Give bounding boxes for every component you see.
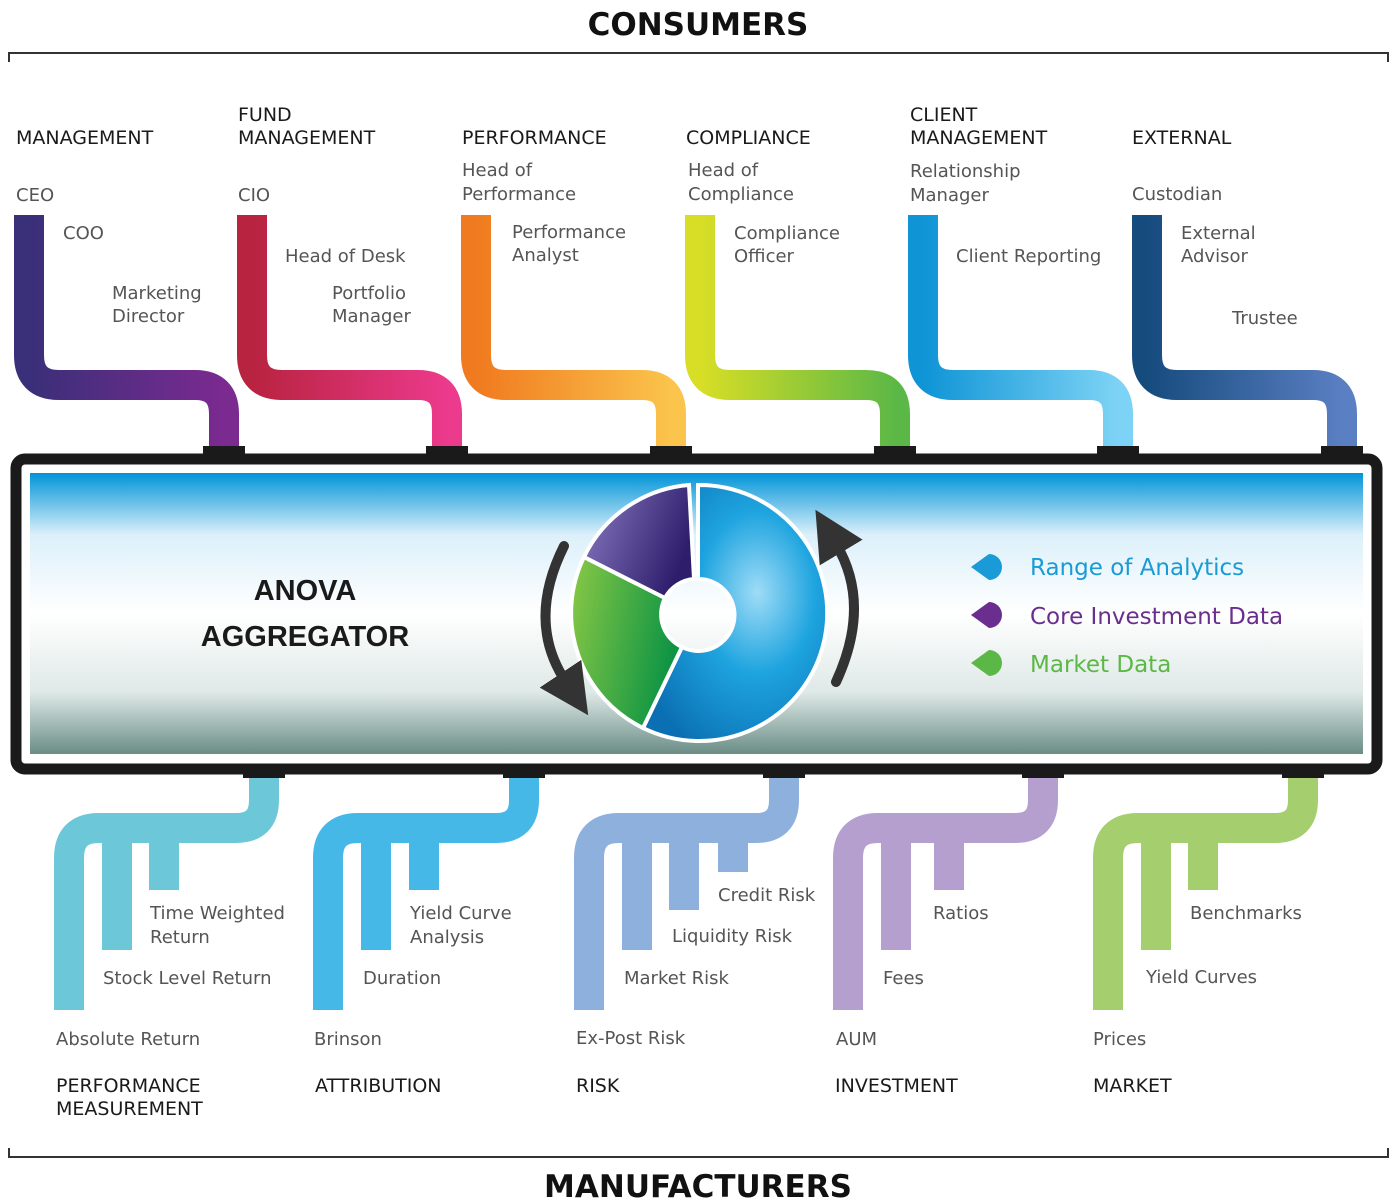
- role-label: COO: [63, 223, 104, 244]
- item-label: Absolute Return: [56, 1029, 200, 1050]
- manufacturer-pipes: [54, 768, 1324, 1010]
- category-title-external: EXTERNAL: [1132, 127, 1232, 149]
- aggregator-box: ANOVA AGGREGATOR: [10, 453, 1383, 775]
- item-label: Brinson: [314, 1029, 382, 1050]
- role-label: Client Reporting: [956, 246, 1101, 267]
- item-label: Yield Curves: [1145, 967, 1257, 988]
- category-title-risk: RISK: [576, 1075, 620, 1097]
- item-label: Credit Risk: [718, 885, 816, 906]
- compliance-pipe: [685, 215, 910, 455]
- item-label: Ex-Post Risk: [576, 1028, 686, 1049]
- fund-management-pipe: [237, 215, 462, 455]
- legend-label: Range of Analytics: [1030, 555, 1244, 581]
- donut-segment-core-investment: [581, 482, 697, 601]
- item-label: Stock Level Return: [103, 968, 272, 989]
- legend-item-analytics: Range of Analytics: [971, 554, 1244, 581]
- item-label: Market Risk: [624, 968, 729, 989]
- consumers-heading: CONSUMERS: [588, 7, 809, 43]
- manufacturers-bracket: [8, 1148, 1389, 1158]
- connector-cap: [1097, 446, 1139, 456]
- connector-cap: [203, 446, 245, 456]
- aggregator-title-line2: AGGREGATOR: [201, 621, 409, 653]
- role-label: Trustee: [1231, 308, 1298, 329]
- legend-label: Core Investment Data: [1030, 604, 1283, 630]
- role-label: CIO: [238, 185, 270, 206]
- item-label: Benchmarks: [1190, 903, 1302, 924]
- role-label: CEO: [16, 185, 54, 206]
- management-pipe: [14, 215, 239, 455]
- consumer-pipes: [14, 215, 1363, 456]
- market-pipe: [1093, 772, 1318, 1010]
- item-label: Ratios: [933, 903, 989, 924]
- analytics-donut: [539, 482, 863, 743]
- role-label: Custodian: [1132, 184, 1222, 205]
- legend-item-market-data: Market Data: [971, 650, 1171, 678]
- aggregator-title-line1: ANOVA: [254, 575, 357, 607]
- legend: Range of Analytics Core Investment Data …: [971, 554, 1283, 678]
- category-title-performance: PERFORMANCE: [462, 127, 607, 149]
- connector-cap: [426, 446, 468, 456]
- item-label: Prices: [1093, 1029, 1146, 1050]
- attribution-pipe: [313, 772, 539, 1010]
- risk-pipe: [574, 772, 799, 1010]
- investment-pipe: [833, 772, 1058, 1010]
- legend-item-core-investment: Core Investment Data: [971, 602, 1283, 630]
- manufacturers-heading: MANUFACTURERS: [544, 1169, 852, 1202]
- legend-core-investment-icon: [971, 602, 1002, 628]
- donut-segment-market-data: [569, 554, 685, 731]
- manufacturer-labels: Absolute Return Stock Level Return Time …: [56, 885, 1302, 1120]
- consumers-bracket: [8, 52, 1389, 62]
- category-title-compliance: COMPLIANCE: [686, 127, 811, 149]
- external-pipe: [1132, 215, 1357, 455]
- performance-measurement-pipe: [54, 772, 279, 1010]
- rotate-arrow-left-icon: [539, 541, 589, 716]
- donut-segment-analytics: [640, 482, 830, 743]
- role-label: Head of Desk: [285, 246, 406, 267]
- rotate-arrow-right-icon: [815, 509, 863, 687]
- category-title-management: MANAGEMENT: [16, 127, 154, 149]
- item-label: Fees: [883, 968, 924, 989]
- item-label: AUM: [836, 1029, 877, 1050]
- client-management-pipe: [908, 215, 1133, 455]
- legend-market-data-icon: [971, 650, 1002, 676]
- category-title-attribution: ATTRIBUTION: [315, 1075, 442, 1097]
- category-title-market: MARKET: [1093, 1075, 1172, 1097]
- category-title-investment: INVESTMENT: [835, 1075, 958, 1097]
- legend-label: Market Data: [1030, 652, 1171, 678]
- connector-cap: [874, 446, 916, 456]
- legend-analytics-icon: [971, 554, 1002, 580]
- connector-cap: [650, 446, 692, 456]
- connector-cap: [1321, 446, 1363, 456]
- item-label: Liquidity Risk: [672, 926, 793, 947]
- item-label: Duration: [363, 968, 441, 989]
- performance-pipe: [461, 215, 686, 455]
